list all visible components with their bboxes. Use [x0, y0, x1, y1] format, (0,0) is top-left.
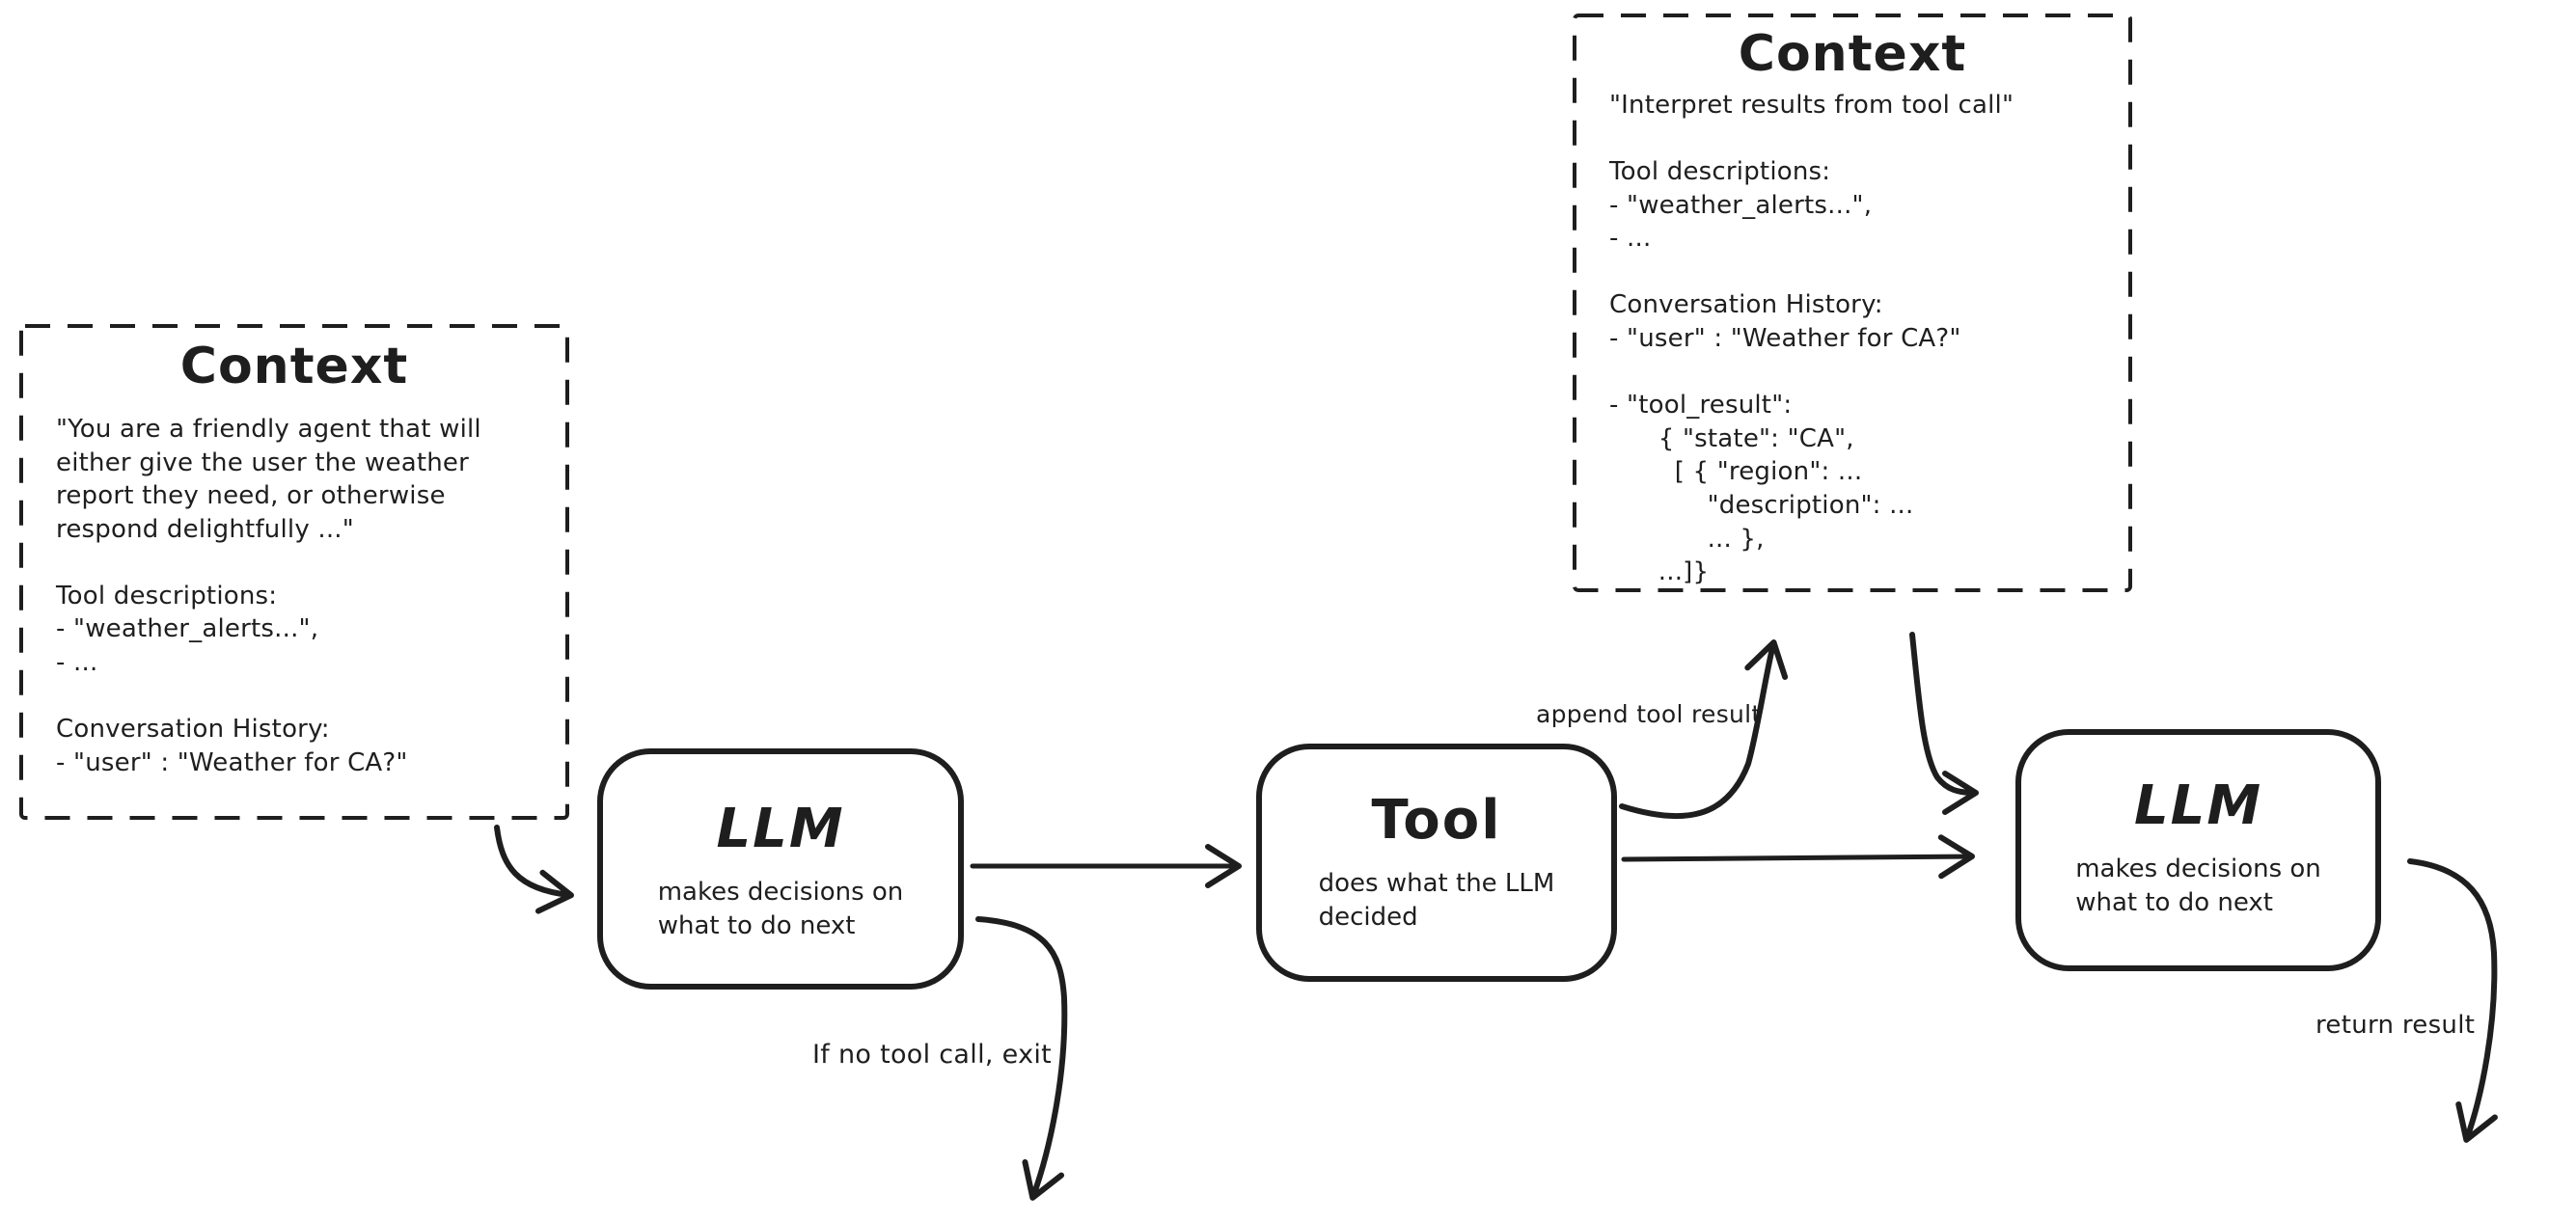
arrow-llm2-return-result	[2407, 858, 2498, 1143]
context-title-text: Context	[1738, 25, 1967, 83]
context-box-right-outline	[1573, 14, 2132, 592]
label-append-tool-result: append tool result	[1536, 700, 1762, 728]
label-if-no-tool-call-exit: If no tool call, exit	[812, 1040, 1053, 1070]
llm-node-2-title: LLM	[2133, 774, 2263, 837]
llm-node-2-subtitle: makes decisions on what to do next	[2075, 855, 2321, 918]
tool-node-outline	[1256, 744, 1617, 982]
arrow-tool-to-context-right	[1619, 639, 1789, 820]
arrow-context-right-to-llm2	[1909, 632, 1979, 815]
llm-node-1-title: LLM	[716, 798, 845, 860]
tool-node-subtitle: does what the LLM decided	[1318, 869, 1555, 933]
llm-node-2: LLM makes decisions on what to do next	[2018, 732, 2378, 968]
context-right-body: "Interpret results from tool call" Tool …	[1609, 91, 2014, 587]
context-title-text: Context	[179, 338, 409, 395]
llm-node-1-outline	[597, 748, 964, 990]
tool-node: Tool does what the LLM decided	[1259, 746, 1614, 979]
llm-node-1-subtitle: makes decisions on what to do next	[657, 878, 904, 941]
arrow-tool-to-llm2	[1621, 834, 1975, 880]
arrow-llm1-exit	[975, 916, 1068, 1201]
context-left-body: "You are a friendly agent that will eith…	[56, 415, 481, 777]
llm-node-1: LLM makes decisions on what to do next	[600, 751, 961, 987]
context-box-left-outline	[19, 324, 569, 820]
llm-node-2-outline	[2015, 729, 2381, 971]
arrow-context-left-to-llm1	[494, 825, 574, 914]
tool-node-title: Tool	[1371, 789, 1502, 852]
context-left-title: Context	[21, 338, 567, 395]
label-return-result: return result	[2316, 1011, 2476, 1040]
context-right-title: Context	[1575, 25, 2130, 83]
